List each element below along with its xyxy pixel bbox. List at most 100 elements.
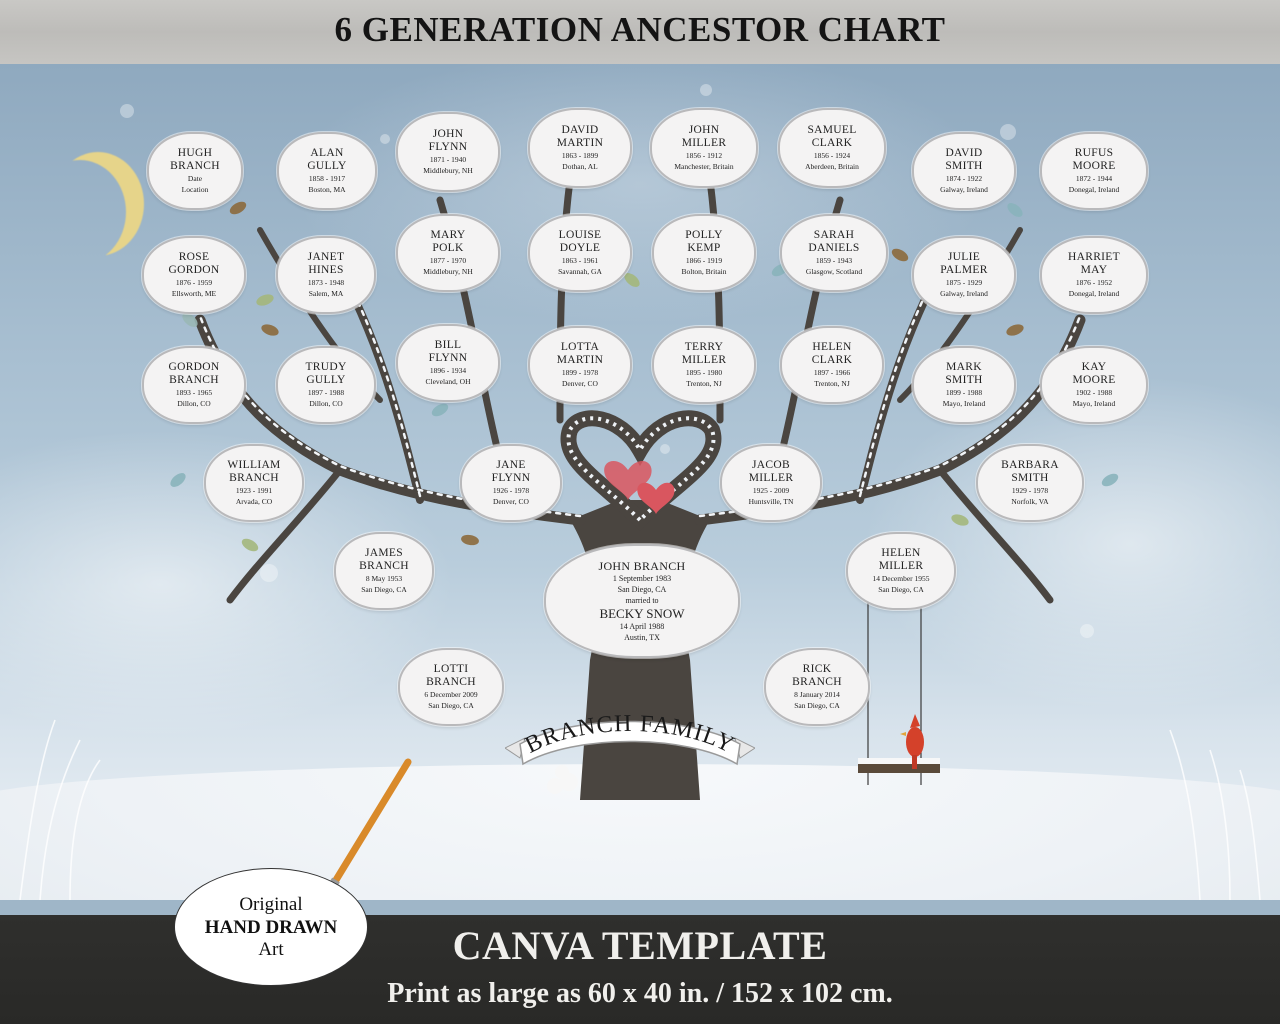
node-first-name: MARY	[430, 229, 466, 241]
node-place: San Diego, CA	[794, 701, 840, 710]
badge-line-original: Original	[239, 893, 303, 915]
node-last-name: FLYNN	[428, 352, 468, 364]
child-node[interactable]: LOTTI BRANCH 6 December 2009 San Diego, …	[398, 641, 504, 726]
tree-scene: HUGH BRANCH Date Location ALAN GULLY 185…	[0, 64, 1280, 900]
ancestor-node[interactable]: LOTTA MARTIN 1899 - 1978 Denver, CO	[528, 319, 632, 404]
ancestor-node[interactable]: BILL FLYNN 1896 - 1934 Cleveland, OH	[396, 317, 500, 402]
node-dates: 1893 - 1965	[175, 388, 213, 397]
node-dates: 1863 - 1961	[561, 256, 599, 265]
node-place: Boston, MA	[308, 185, 346, 194]
node-first-name: KAY	[1081, 361, 1107, 373]
node-dates: 14 December 1955	[872, 574, 930, 583]
node-last-name: CLARK	[811, 354, 853, 366]
ancestor-node[interactable]: HELEN CLARK 1897 - 1966 Trenton, NJ	[780, 319, 884, 404]
node-dates: 1875 - 1929	[945, 278, 983, 287]
primary-person-name: JOHN BRANCH	[598, 558, 686, 573]
node-last-name: BRANCH	[792, 676, 842, 688]
node-last-name: GULLY	[307, 160, 347, 172]
node-dates: 1872 - 1944	[1075, 174, 1113, 183]
ancestor-node[interactable]: ROSE GORDON 1876 - 1959 Ellsworth, ME	[142, 229, 246, 314]
ancestor-node[interactable]: SAMUEL CLARK 1856 - 1924 Aberdeen, Brita…	[778, 100, 886, 188]
ancestor-node[interactable]: DAVID SMITH 1874 - 1922 Galway, Ireland	[912, 125, 1016, 210]
node-dates: 1856 - 1912	[685, 151, 723, 160]
snow-sparkle	[1000, 124, 1016, 140]
node-place: Mayo, Ireland	[1072, 399, 1116, 408]
ancestor-node[interactable]: JANE FLYNN 1926 - 1978 Denver, CO	[460, 437, 562, 522]
ancestor-node[interactable]: JACOB MILLER 1925 - 2009 Huntsville, TN	[720, 437, 822, 522]
node-first-name: WILLIAM	[227, 459, 281, 471]
primary-birth-date: 1 September 1983	[612, 573, 672, 583]
node-first-name: GORDON	[168, 361, 220, 373]
node-place: Donegal, Ireland	[1068, 185, 1120, 194]
node-place: San Diego, CA	[878, 585, 924, 594]
ancestor-node[interactable]: GORDON BRANCH 1893 - 1965 Dillon, CO	[142, 339, 246, 424]
node-last-name: SMITH	[1011, 472, 1049, 484]
node-last-name: KEMP	[687, 242, 721, 254]
node-first-name: ROSE	[178, 251, 210, 263]
ancestor-node[interactable]: JOHN MILLER 1856 - 1912 Manchester, Brit…	[650, 100, 758, 188]
ancestor-node[interactable]: ALAN GULLY 1858 - 1917 Boston, MA	[277, 125, 377, 210]
node-last-name: BRANCH	[359, 560, 409, 572]
ancestor-node[interactable]: RUFUS MOORE 1872 - 1944 Donegal, Ireland	[1040, 125, 1148, 210]
spouse-birth-place: Austin, TX	[624, 632, 660, 642]
center-couple-node[interactable]: JOHN BRANCH 1 September 1983 San Diego, …	[544, 532, 740, 658]
node-dates: 1929 - 1978	[1011, 486, 1049, 495]
node-last-name: GORDON	[168, 264, 220, 276]
node-place: Galway, Ireland	[940, 289, 988, 298]
node-place: Dillon, CO	[177, 399, 211, 408]
node-place: Glasgow, Scotland	[805, 267, 863, 276]
node-dates: 1899 - 1978	[561, 368, 599, 377]
node-place: San Diego, CA	[428, 701, 474, 710]
node-place: Location	[181, 185, 209, 194]
node-dates: 1925 - 2009	[752, 486, 790, 495]
node-last-name: DOYLE	[559, 242, 601, 254]
ancestor-node[interactable]: JANET HINES 1873 - 1948 Salem, MA	[276, 229, 376, 314]
ancestor-node[interactable]: MARK SMITH 1899 - 1988 Mayo, Ireland	[912, 339, 1016, 424]
node-last-name: BRANCH	[170, 160, 220, 172]
node-dates: 1858 - 1917	[308, 174, 346, 183]
node-first-name: LOUISE	[558, 229, 602, 241]
ancestor-node[interactable]: JOHN FLYNN 1871 - 1940 Middlebury, NH	[396, 104, 500, 192]
node-dates: Date	[187, 174, 203, 183]
node-dates: 8 May 1953	[365, 574, 403, 583]
node-dates: 1859 - 1943	[815, 256, 853, 265]
node-first-name: JULIE	[947, 251, 981, 263]
node-place: Bolton, Britain	[681, 267, 727, 276]
ancestor-node[interactable]: MARY POLK 1877 - 1970 Middlebury, NH	[396, 207, 500, 292]
primary-birth-place: San Diego, CA	[617, 584, 667, 594]
ancestor-node[interactable]: SARAH DANIELS 1859 - 1943 Glasgow, Scotl…	[780, 207, 888, 292]
ancestor-node[interactable]: JULIE PALMER 1875 - 1929 Galway, Ireland	[912, 229, 1016, 314]
node-dates: 1897 - 1988	[307, 388, 345, 397]
node-place: Galway, Ireland	[940, 185, 988, 194]
ancestor-node[interactable]: LOUISE DOYLE 1863 - 1961 Savannah, GA	[528, 207, 632, 292]
node-last-name: FLYNN	[428, 141, 468, 153]
node-first-name: HELEN	[812, 341, 852, 353]
married-label: married to	[625, 595, 659, 605]
ancestor-node[interactable]: TERRY MILLER 1895 - 1980 Trenton, NJ	[652, 319, 756, 404]
parent-node[interactable]: HELEN MILLER 14 December 1955 San Diego,…	[846, 525, 956, 610]
node-dates: 1866 - 1919	[685, 256, 723, 265]
node-last-name: MAY	[1080, 264, 1108, 276]
ancestor-node[interactable]: HUGH BRANCH Date Location	[147, 125, 243, 210]
node-place: Cleveland, OH	[425, 377, 471, 386]
ancestor-node[interactable]: POLLY KEMP 1866 - 1919 Bolton, Britain	[652, 207, 756, 292]
node-first-name: BILL	[434, 339, 462, 351]
node-place: Huntsville, TN	[748, 497, 794, 506]
node-place: Arvada, CO	[235, 497, 273, 506]
ancestor-node[interactable]: BARBARA SMITH 1929 - 1978 Norfolk, VA	[976, 437, 1084, 522]
node-dates: 1902 - 1988	[1075, 388, 1113, 397]
ancestor-node[interactable]: HARRIET MAY 1876 - 1952 Donegal, Ireland	[1040, 229, 1148, 314]
ancestor-node[interactable]: WILLIAM BRANCH 1923 - 1991 Arvada, CO	[204, 437, 304, 522]
footer-subtitle: Print as large as 60 x 40 in. / 152 x 10…	[387, 978, 893, 1009]
node-place: San Diego, CA	[361, 585, 407, 594]
node-dates: 1876 - 1959	[175, 278, 213, 287]
ancestor-node[interactable]: DAVID MARTIN 1863 - 1899 Dothan, AL	[528, 100, 632, 188]
node-first-name: TERRY	[684, 341, 724, 353]
ancestor-node[interactable]: TRUDY GULLY 1897 - 1988 Dillon, CO	[276, 339, 376, 424]
parent-node[interactable]: JAMES BRANCH 8 May 1953 San Diego, CA	[334, 525, 434, 610]
child-node[interactable]: RICK BRANCH 8 January 2014 San Diego, CA	[764, 641, 870, 726]
node-dates: 1899 - 1988	[945, 388, 983, 397]
node-first-name: SARAH	[813, 229, 855, 241]
ancestor-node[interactable]: KAY MOORE 1902 - 1988 Mayo, Ireland	[1040, 339, 1148, 424]
footer-title: CANVA TEMPLATE	[452, 923, 828, 968]
